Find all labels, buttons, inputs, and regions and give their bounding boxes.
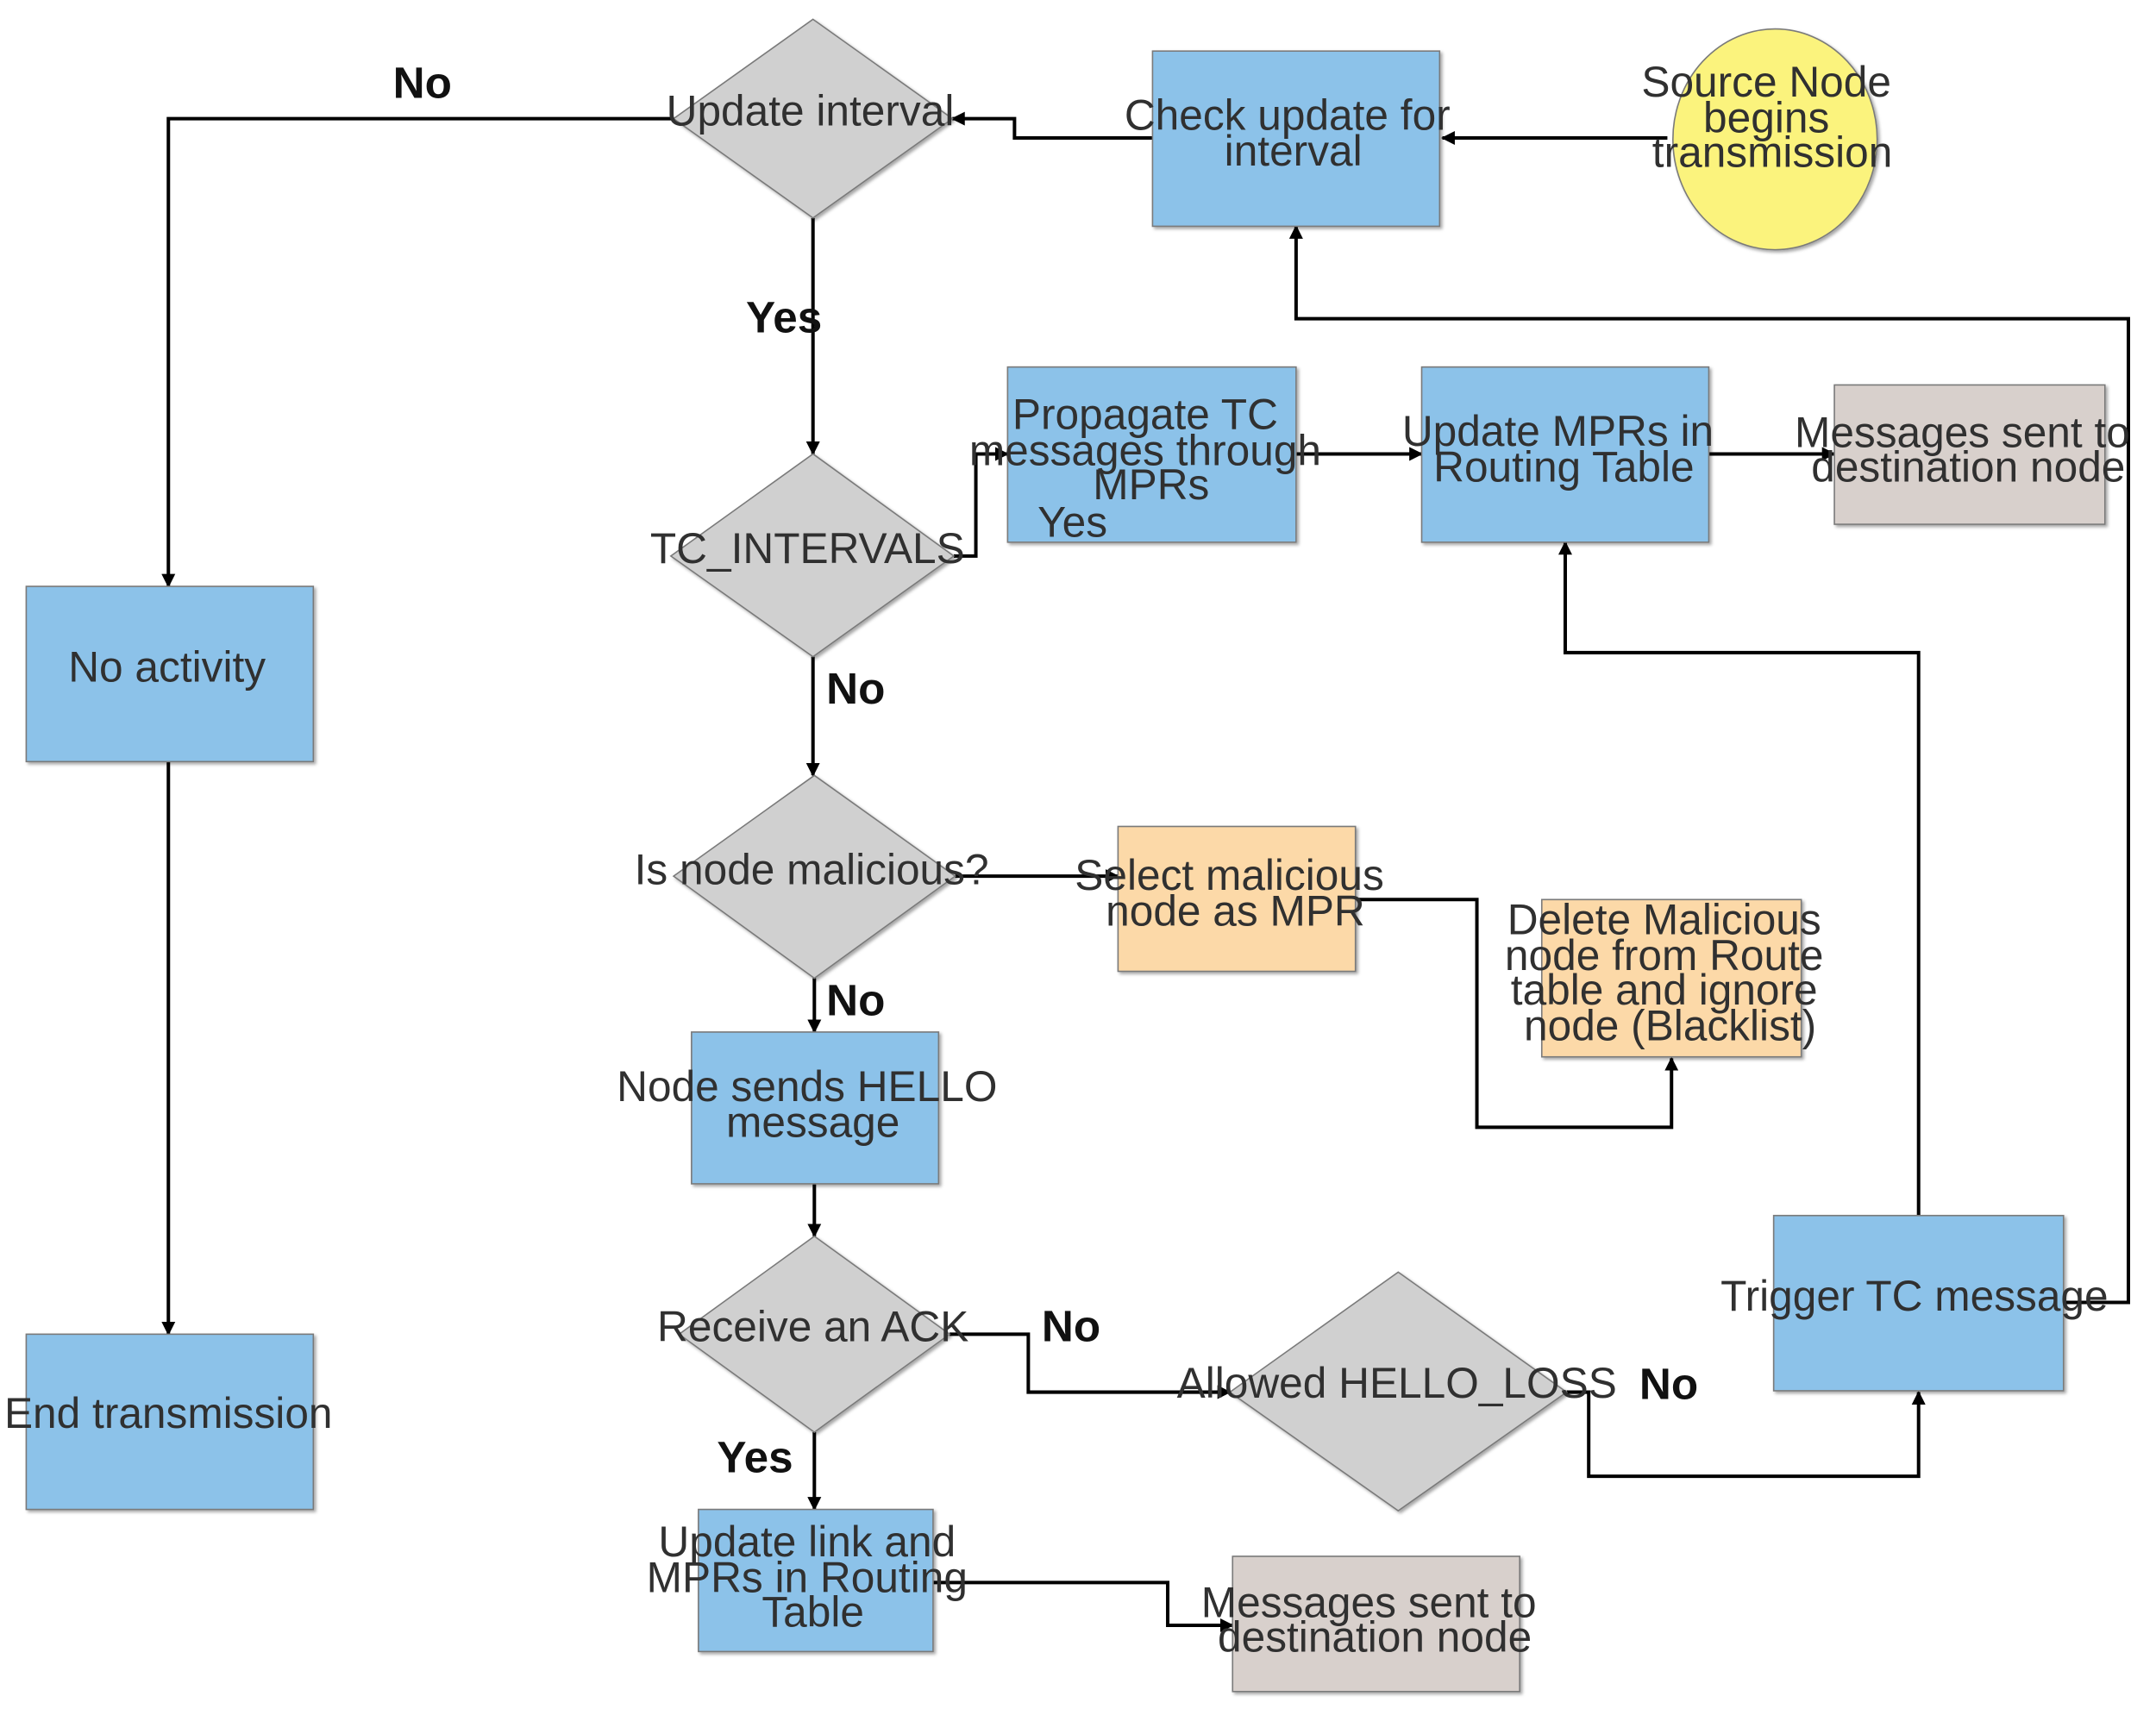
update-mprs-label: Update MPRs in Routing Table	[1402, 407, 1726, 491]
edge-hello-loss-no-to-trigger	[1566, 1390, 1926, 1479]
edge-check-to-update-interval	[950, 111, 1153, 141]
edge-update-link-to-messages-bottom	[932, 1580, 1234, 1632]
check-update-label: Check update for interval	[1125, 91, 1463, 175]
delete-malicious-box	[1540, 898, 1802, 1058]
allowed-hello-loss-decision	[1228, 1271, 1568, 1512]
source-node-start	[1672, 28, 1878, 251]
node-sends-hello-box	[691, 1031, 940, 1185]
receive-ack-yes-label: Yes	[717, 1432, 793, 1481]
shapes	[25, 18, 2106, 1693]
propagate-tc-label: Propagate TC messages through MPRs	[969, 391, 1333, 510]
edge-select-to-delete	[1357, 898, 1679, 1130]
update-link-label: Update link and MPRs in Routing Table	[647, 1518, 980, 1637]
node-sends-hello-label: Node sends HELLO message	[617, 1062, 1009, 1147]
receive-ack-decision	[678, 1235, 951, 1433]
tc-intervals-no-label: No	[826, 664, 885, 713]
node-labels: Source Node begins transmission Check up…	[4, 58, 2142, 1661]
is-malicious-decision	[672, 774, 956, 980]
propagate-tc-box	[1006, 366, 1297, 543]
is-malicious-no-label: No	[826, 976, 885, 1025]
select-malicious-label: Select malicious node as MPR	[1075, 851, 1395, 936]
messages-sent-top-box	[1833, 384, 2106, 525]
source-node-label: Source Node begins transmission	[1641, 58, 1902, 177]
allowed-hello-loss-label: Allowed HELLO_LOSS	[1177, 1359, 1617, 1407]
update-link-box	[698, 1508, 934, 1653]
messages-sent-top-label: Messages sent to destination node	[1795, 408, 2142, 491]
check-update-box	[1151, 50, 1441, 228]
trigger-tc-label: Trigger TC message	[1720, 1272, 2108, 1320]
update-interval-no-label: No	[393, 59, 452, 108]
select-malicious-box	[1117, 825, 1357, 973]
allowed-hello-loss-no-label: No	[1639, 1360, 1698, 1409]
edge-trigger-to-update-mprs	[1557, 541, 1921, 1216]
update-interval-decision	[672, 18, 954, 219]
messages-sent-bottom-label: Messages sent to destination node	[1201, 1578, 1549, 1661]
tc-intervals-label: TC_INTERVALS	[650, 524, 965, 573]
receive-ack-no-label: No	[1042, 1301, 1100, 1350]
delete-malicious-label: Delete Malicious node from Route table a…	[1505, 895, 1835, 1049]
update-interval-label: Update interval	[667, 87, 955, 135]
edge-tc-yes-to-propagate	[953, 447, 1009, 558]
no-activity-label: No activity	[68, 642, 266, 691]
tc-intervals-yes-label: Yes	[1037, 498, 1107, 546]
is-malicious-label: Is node malicious?	[635, 846, 989, 894]
edges	[161, 111, 2130, 1632]
edge-trigger-to-check-update	[1288, 224, 2130, 1305]
update-interval-yes-label: Yes	[746, 293, 822, 342]
messages-sent-bottom-box	[1232, 1555, 1520, 1693]
end-transmission-box	[25, 1333, 315, 1511]
receive-ack-label: Receive an ACK	[657, 1302, 968, 1350]
end-transmission-label: End transmission	[4, 1389, 333, 1437]
tc-intervals-decision	[669, 453, 956, 658]
trigger-tc-box	[1772, 1214, 2065, 1392]
update-mprs-box	[1420, 366, 1710, 543]
no-activity-box	[25, 585, 315, 763]
edge-update-interval-no-to-no-activity	[161, 116, 674, 588]
edge-receive-ack-no-to-hello-loss	[950, 1332, 1232, 1399]
edge-labels: No Yes Yes No No No Yes No	[393, 59, 1699, 1482]
